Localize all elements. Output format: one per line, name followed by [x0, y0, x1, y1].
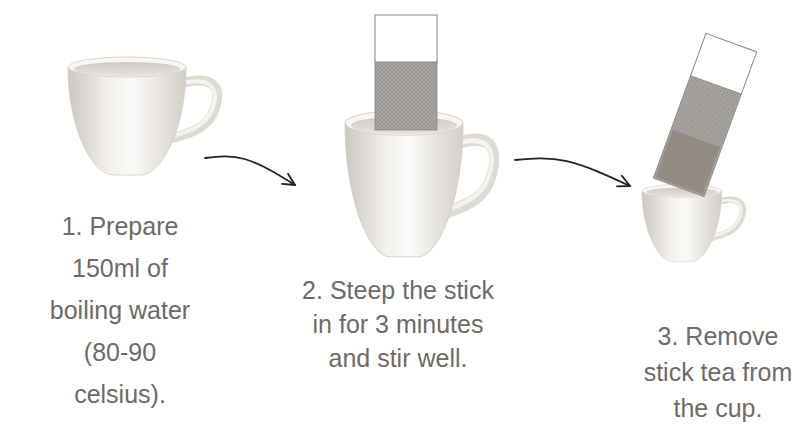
- cup: [68, 57, 217, 175]
- stick-mesh: [653, 75, 741, 197]
- step-text: 3. Remove stick tea from the cup.: [630, 318, 806, 426]
- flow-arrow: [515, 158, 630, 186]
- cup: [345, 110, 494, 256]
- tea-leaves: [656, 130, 720, 194]
- step-box: 3. Remove stick tea from the cup.: [630, 35, 806, 430]
- step-box: 1. Prepare 150ml of boiling water (80-90…: [5, 50, 205, 430]
- stick-mesh: [375, 60, 437, 130]
- tea-stick: [653, 33, 756, 196]
- stick-label: [375, 15, 437, 62]
- tea-stick: [375, 15, 437, 130]
- step-text: 1. Prepare 150ml of boiling water (80-90…: [35, 205, 205, 415]
- cup: [642, 184, 743, 261]
- stick-label: [691, 33, 757, 94]
- step-box: 2. Steep the stick in for 3 minutes and …: [295, 10, 515, 390]
- step-text: 2. Steep the stick in for 3 minutes and …: [298, 273, 498, 375]
- flow-arrow: [205, 156, 295, 185]
